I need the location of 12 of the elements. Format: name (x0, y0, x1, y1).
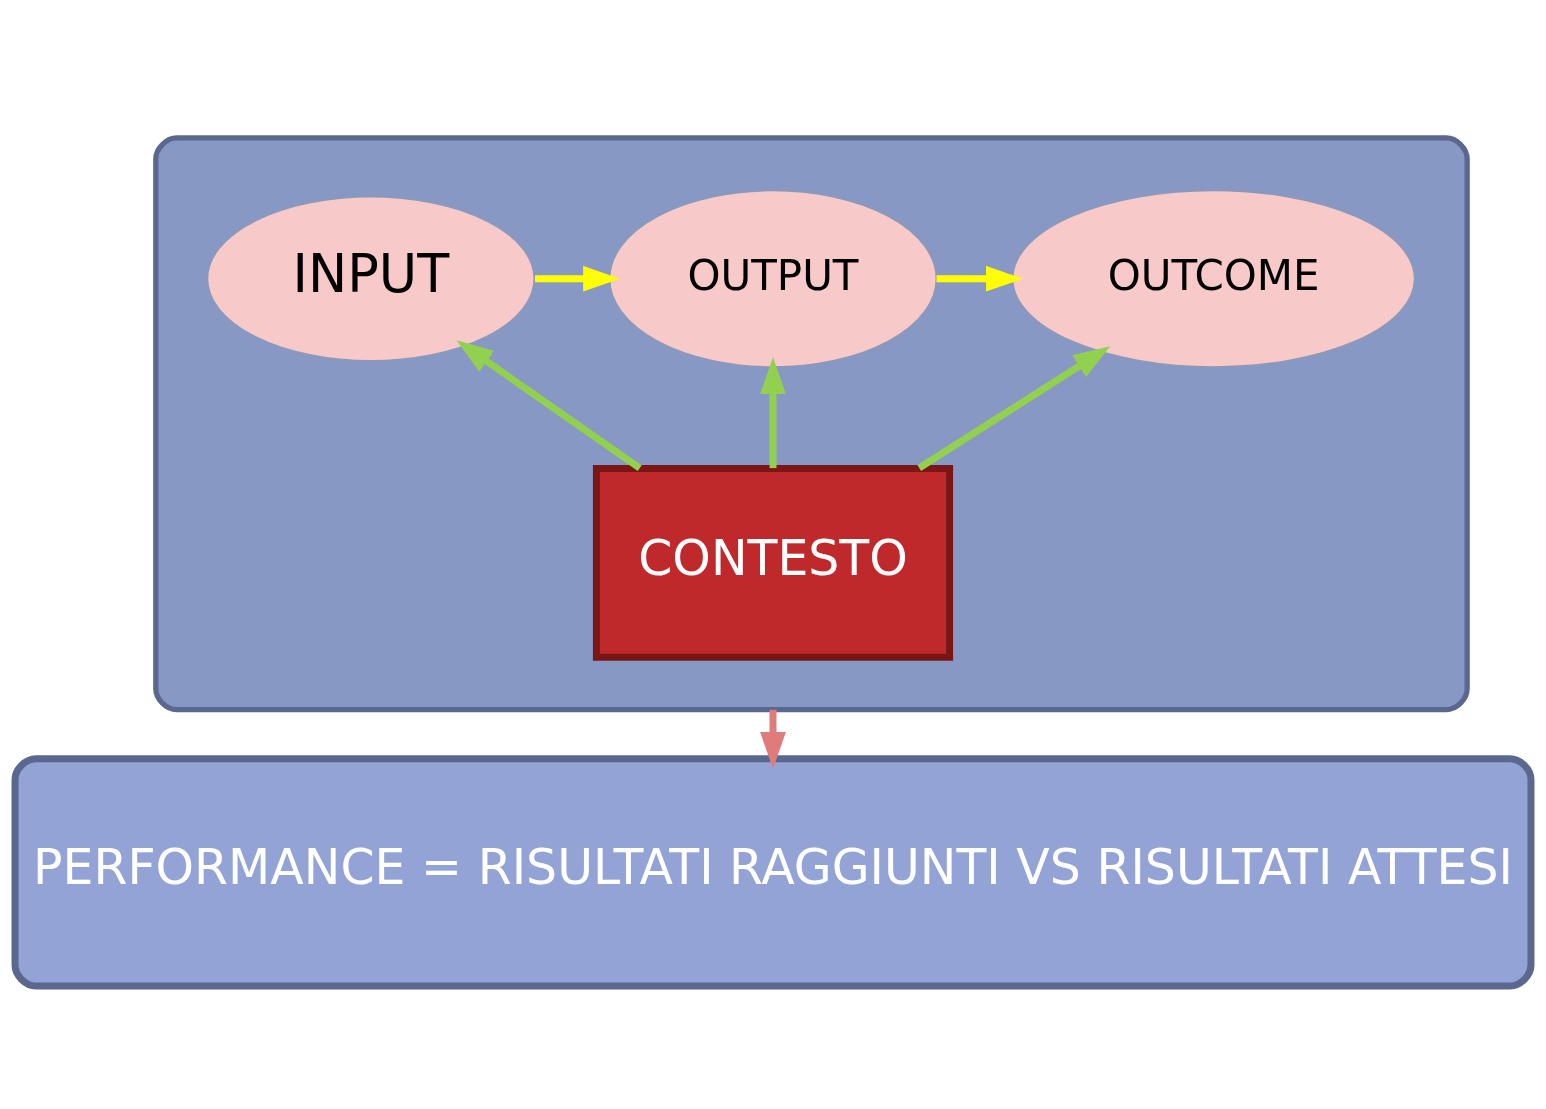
arrow (535, 265, 620, 292)
cluster (153, 134, 1470, 712)
node-ellipse: INPUT (206, 195, 536, 362)
arrow (456, 339, 642, 471)
node-ellipse: OUTPUT (608, 189, 938, 368)
arrow (760, 356, 786, 468)
node-ellipse: OUTCOME (1011, 189, 1416, 368)
node-box: CONTESTO (592, 464, 954, 661)
node-box: PERFORMANCE = RISULTATI RAGGIUNTI VS RISULTATI ATTESI (11, 754, 1535, 989)
arrow (760, 709, 786, 769)
arrow (917, 345, 1111, 471)
arrow (936, 265, 1023, 292)
